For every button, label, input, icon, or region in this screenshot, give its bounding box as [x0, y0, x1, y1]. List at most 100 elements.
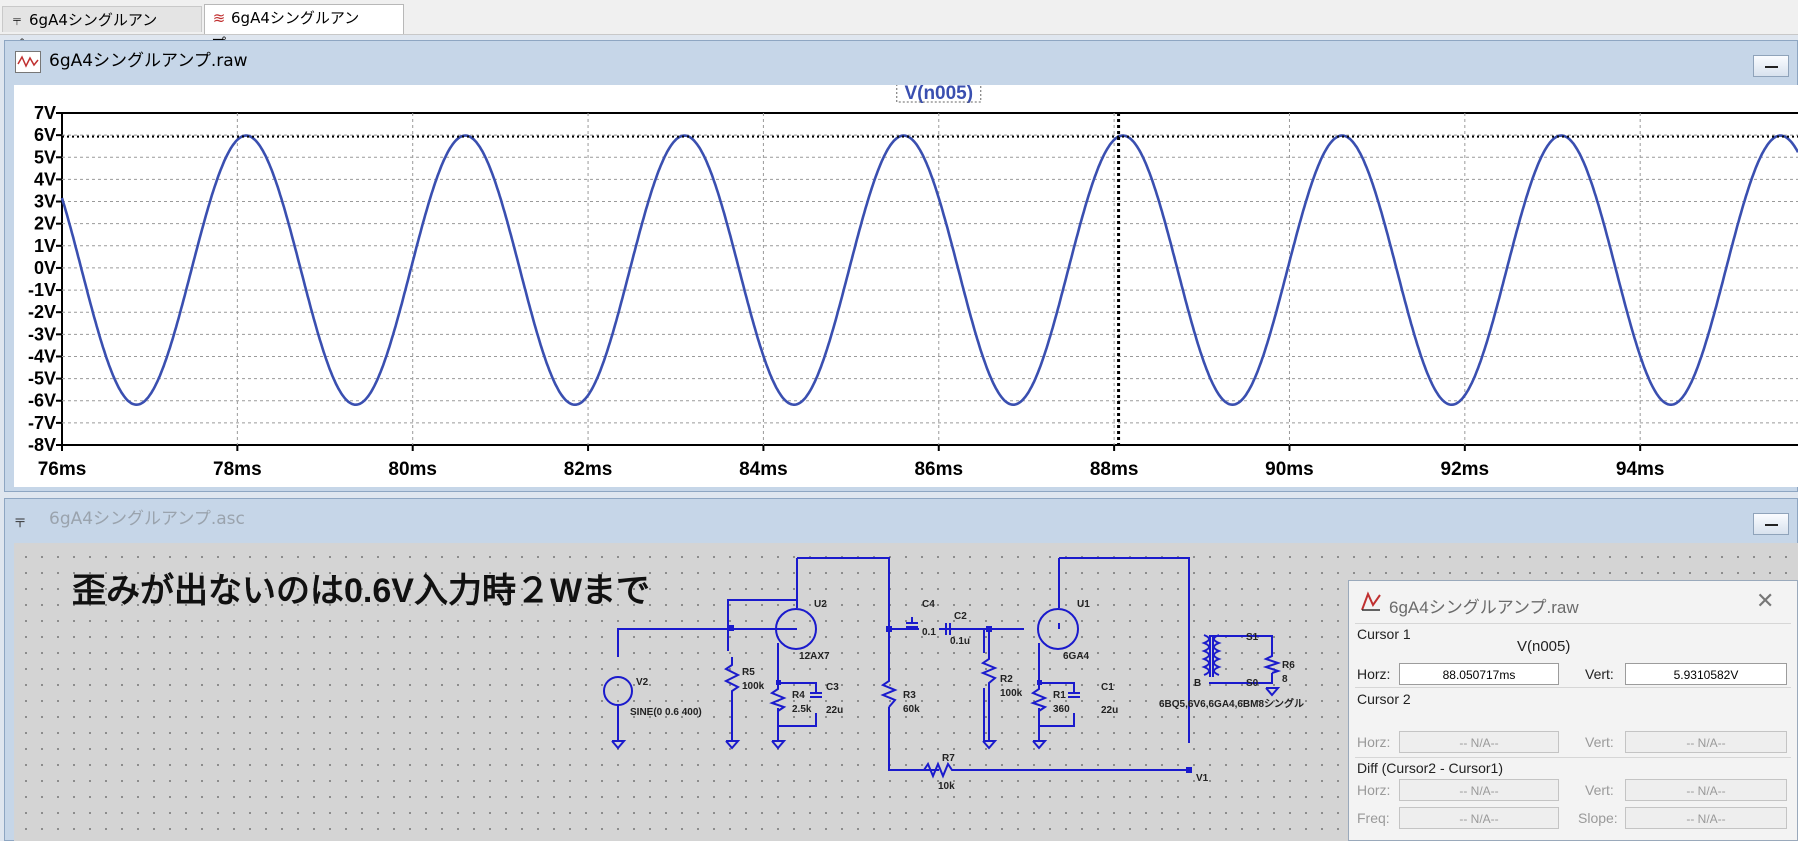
resistor-R2	[980, 629, 998, 741]
cursor1-horz-label: Horz:	[1357, 666, 1391, 682]
cursor1-vert-field[interactable]: 5.9310582V	[1625, 663, 1787, 685]
tab-waveform[interactable]: ≋6gA4シングルアンプ.raw	[204, 4, 404, 53]
label-S0: S0	[1246, 678, 1259, 689]
y-tick-label: -5V	[28, 369, 56, 389]
close-icon[interactable]: ✕	[1756, 588, 1775, 613]
diff-vert-field: -- N/A--	[1625, 779, 1787, 801]
y-tick-label: -7V	[28, 413, 56, 433]
wire	[1209, 673, 1273, 684]
waveform-window-title: 6gA4シングルアンプ.raw	[49, 51, 248, 71]
cursor-dialog: 6gA4シングルアンプ.raw ✕ Cursor 1 V(n005) Horz:…	[1348, 580, 1798, 841]
y-tick-label: 4V	[34, 169, 56, 189]
label-R3: R3	[903, 690, 916, 701]
label-R5-value: 100k	[742, 681, 765, 692]
x-tick-label: 90ms	[1265, 459, 1314, 480]
series-line-V(n005)	[60, 134, 1798, 407]
schematic-minimize-button[interactable]	[1753, 513, 1789, 535]
y-tick-label: -4V	[28, 346, 56, 366]
label-U1: U1	[1077, 599, 1090, 610]
x-tick-label: 78ms	[213, 459, 262, 480]
cursor1-trace: V(n005)	[1517, 638, 1571, 655]
wire	[888, 707, 939, 771]
x-tick-label: 82ms	[564, 459, 613, 480]
resistor-R5	[723, 657, 741, 741]
junction	[776, 680, 781, 685]
y-tick-label: -3V	[28, 324, 56, 344]
schematic-window-title: 6gA4シングルアンプ.asc	[49, 509, 245, 529]
trace-label: V(n005)	[904, 85, 973, 104]
cursor1-vert-label: Vert:	[1585, 666, 1614, 682]
x-tick-label: 92ms	[1441, 459, 1490, 480]
label-C4: C4	[922, 599, 935, 610]
label-U2-value: 12AX7	[799, 651, 830, 662]
schematic-annotation: 歪みが出ないのは0.6V入力時２Wまで	[72, 572, 651, 610]
cursor2-vert-field: -- N/A--	[1625, 731, 1787, 753]
wire	[778, 682, 817, 693]
label-S1: S1	[1246, 632, 1259, 643]
label-U1-value: 6GA4	[1063, 651, 1090, 662]
label-C4-value: 0.1	[922, 627, 936, 638]
document-tab-bar: ⫧6gA4シングルアンプ.asc ≋6gA4シングルアンプ.raw	[0, 0, 1798, 55]
label-R2-value: 100k	[1000, 688, 1023, 699]
label-R7: R7	[942, 753, 955, 764]
tube-U1	[1037, 608, 1079, 650]
junction	[886, 626, 892, 632]
y-tick-label: -8V	[28, 435, 56, 455]
cursor-dialog-icon	[1359, 591, 1383, 613]
transformer	[1201, 634, 1222, 677]
y-tick-label: 2V	[34, 214, 56, 234]
y-tick-label: -6V	[28, 391, 56, 411]
wire	[1059, 557, 1190, 636]
label-U2: U2	[814, 599, 827, 610]
wire	[1039, 682, 1075, 693]
tab-schematic[interactable]: ⫧6gA4シングルアンプ.asc	[2, 6, 202, 55]
wire	[1039, 713, 1075, 727]
diff-horz-label: Horz:	[1357, 782, 1391, 798]
x-tick-label: 88ms	[1090, 459, 1139, 480]
ground	[611, 740, 627, 750]
plot-frame	[61, 112, 1798, 446]
ground	[1032, 740, 1048, 750]
ground	[725, 740, 741, 750]
label-C2-value: 0.1u	[950, 636, 970, 647]
label-V2: V2	[636, 677, 649, 688]
wire	[1209, 635, 1273, 653]
capacitor-C2	[945, 623, 951, 635]
label-C2: C2	[954, 611, 967, 622]
x-tick-label: 76ms	[38, 459, 87, 480]
label-V1: V1	[1196, 773, 1209, 784]
y-tick-label: 0V	[34, 258, 56, 278]
wire	[778, 713, 817, 727]
wire	[727, 599, 797, 629]
label-transformer: 6BQ5,6V6,6GA4,6BM8シングル	[1159, 697, 1304, 710]
transistor-icon: ⫧	[12, 11, 22, 29]
waveform-chart[interactable]: 7V6V5V4V3V2V1V0V-1V-2V-3V-4V-5V-6V-7V-8V…	[14, 77, 1798, 487]
y-tick-label: 6V	[34, 125, 56, 145]
label-C3: C3	[826, 682, 839, 693]
label-R4-value: 2.5k	[792, 704, 812, 715]
label-R6: R6	[1282, 660, 1295, 671]
waveform-icon: ≋	[212, 9, 226, 27]
y-tick-label: -1V	[28, 280, 56, 300]
diff-header: Diff (Cursor2 - Cursor1)	[1357, 760, 1503, 776]
cursor1-horz-field[interactable]: 88.050717ms	[1399, 663, 1559, 685]
junction	[728, 625, 734, 631]
capacitor-C3	[810, 692, 822, 698]
label-R6-value: 8	[1282, 674, 1288, 685]
resistor-R3	[880, 675, 898, 708]
ground	[771, 740, 787, 750]
label-R5: R5	[742, 667, 755, 678]
ground	[1265, 687, 1281, 697]
cursor1-header: Cursor 1	[1357, 626, 1411, 642]
schematic-drawing[interactable]: U2 12AX7 U1 6GA4 R5 100k R4 2.5k C3 22u …	[14, 543, 1798, 841]
cursor2-vert-label: Vert:	[1585, 734, 1614, 750]
cursor2-header: Cursor 2	[1357, 691, 1411, 707]
junction	[1037, 680, 1042, 685]
waveform-minimize-button[interactable]	[1753, 55, 1789, 77]
y-tick-label: 7V	[34, 103, 56, 123]
transistor-icon: ⫧	[15, 511, 26, 532]
ground	[982, 740, 998, 750]
source-V2	[603, 676, 633, 706]
label-R7-value: 10k	[938, 781, 955, 792]
